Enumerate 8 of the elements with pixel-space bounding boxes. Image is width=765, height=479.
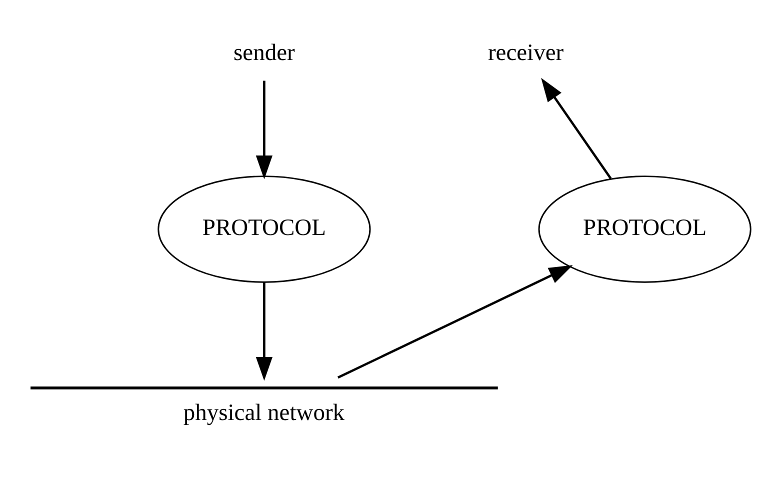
node-ellipse: PROTOCOL	[158, 176, 371, 283]
node-text: receiver	[488, 40, 564, 66]
arrow	[256, 282, 273, 381]
arrow	[541, 78, 612, 180]
arrow	[256, 80, 273, 180]
node-text: sender	[234, 40, 295, 66]
arrow	[337, 265, 573, 379]
node-text: physical network	[183, 400, 345, 426]
